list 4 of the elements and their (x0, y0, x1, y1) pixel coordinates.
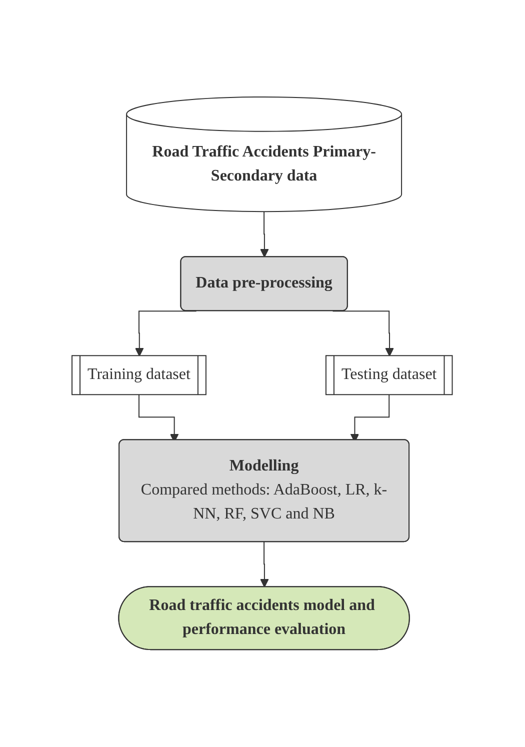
arrow (332, 310, 394, 357)
arrow (260, 542, 270, 588)
arrow (260, 211, 270, 258)
arrow (135, 310, 198, 357)
